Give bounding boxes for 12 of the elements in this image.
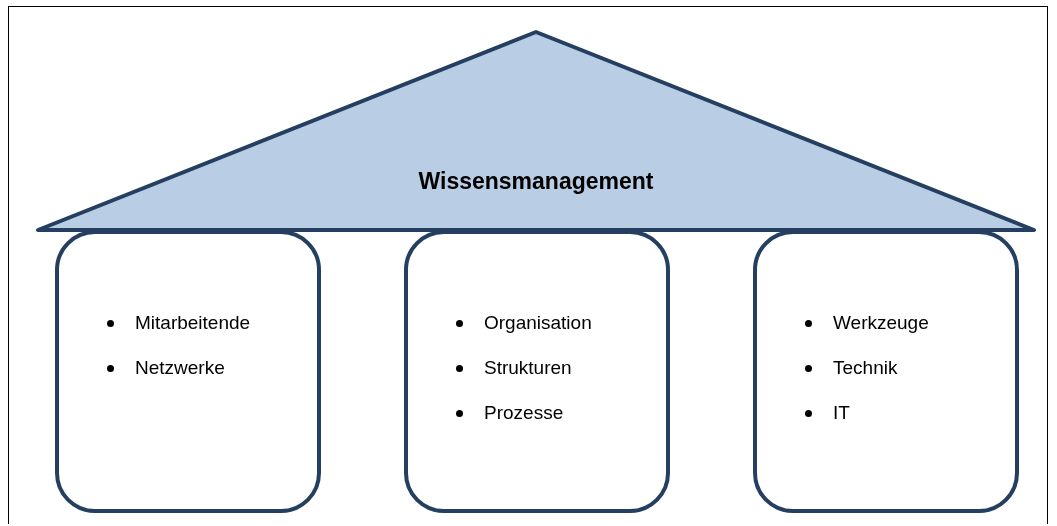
list-item: Netzwerke (107, 357, 251, 379)
pillar-box (404, 230, 670, 513)
list-item: Organisation (456, 312, 592, 334)
title-text: Wissensmanagement (418, 168, 654, 195)
pillar-box (753, 230, 1019, 513)
list-item: Werkzeuge (805, 312, 929, 334)
list-item: Mitarbeitende (107, 312, 251, 334)
list-item: Prozesse (456, 402, 592, 424)
list-item: IT (805, 402, 929, 424)
list-item: Technik (805, 357, 929, 379)
list-item: Strukturen (456, 357, 592, 379)
pillar-box (55, 230, 321, 513)
